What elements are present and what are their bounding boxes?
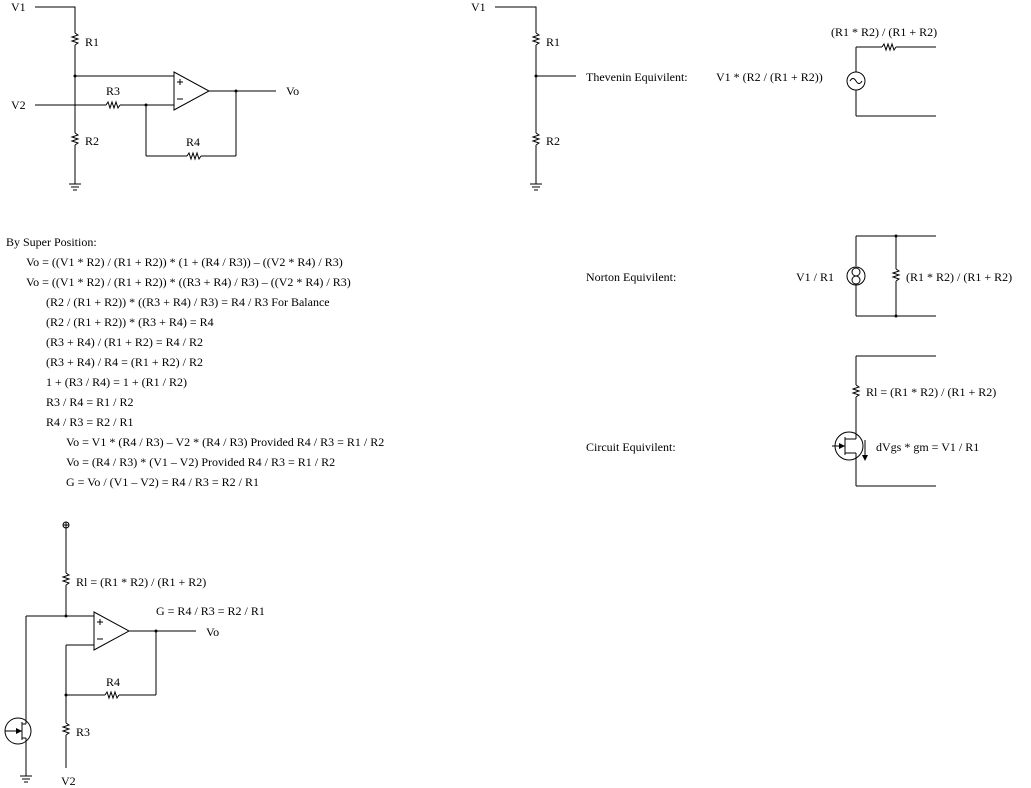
equation-line: Vo = (R4 / R3) * (V1 – V2) Provided R4 /… xyxy=(66,455,336,469)
norton-source-label: V1 / R1 xyxy=(796,270,835,284)
thevenin-source-label: V1 * (R2 / (R1 + R2)) xyxy=(716,70,823,84)
c1-v1-label: V1 xyxy=(11,0,26,14)
circuit1-diff-amp xyxy=(35,6,276,191)
equation-line: Vo = V1 * (R4 / R3) – V2 * (R4 / R3) Pro… xyxy=(66,435,385,449)
thevenin-circuit xyxy=(846,42,936,117)
c3-jfet-icon xyxy=(4,717,32,776)
c3-r4-resistor xyxy=(104,690,120,700)
c3-rl-resistor xyxy=(61,572,71,586)
circuit-equivalent xyxy=(832,355,936,487)
c3-vo-label: Vo xyxy=(206,625,220,639)
r1-resistor xyxy=(70,32,80,46)
jfet-icon xyxy=(832,431,864,486)
c1-r1-label: R1 xyxy=(85,35,100,49)
norton-resistor-label: (R1 * R2) / (R1 + R2) xyxy=(906,270,1013,284)
equation-line: Vo = ((V1 * R2) / (R1 + R2)) * (1 + (R4 … xyxy=(26,255,343,269)
norton-label: Norton Equivilent: xyxy=(586,270,677,284)
circuit-equiv-source-label: dVgs * gm = V1 / R1 xyxy=(876,440,980,454)
equation-line: R4 / R3 = R2 / R1 xyxy=(46,415,134,429)
equation-line: (R3 + R4) / R4 = (R1 + R2) / R2 xyxy=(46,355,203,369)
equation-line: R3 / R4 = R1 / R2 xyxy=(46,395,134,409)
norton-circuit xyxy=(846,234,936,318)
c2-r1-label: R1 xyxy=(546,35,561,49)
circuit-equiv-resistor-label: Rl = (R1 * R2) / (R1 + R2) xyxy=(866,385,997,399)
circuit2-divider xyxy=(495,6,576,191)
c3-gain-label: G = R4 / R3 = R2 / R1 xyxy=(156,604,265,618)
ground2-icon xyxy=(530,183,542,191)
equation-line: (R3 + R4) / (R1 + R2) = R4 / R2 xyxy=(46,335,203,349)
equation-line: 1 + (R3 / R4) = 1 + (R1 / R2) xyxy=(46,375,187,389)
equation-line: (R2 / (R1 + R2)) * (R3 + R4) = R4 xyxy=(46,315,214,329)
c3-r3-label: R3 xyxy=(76,725,91,739)
c3-r3-resistor xyxy=(61,722,71,736)
ground3-icon xyxy=(20,775,32,783)
c3-r4-label: R4 xyxy=(106,675,121,689)
circuit3 xyxy=(4,521,196,783)
circuit-equiv-label: Circuit Equivilent: xyxy=(586,440,676,454)
superposition-heading: By Super Position: xyxy=(6,235,97,249)
c1-vo-label: Vo xyxy=(286,84,300,98)
c3-rl-label: Rl = (R1 * R2) / (R1 + R2) xyxy=(76,575,207,589)
rl-resistor xyxy=(851,384,861,398)
r4-resistor xyxy=(186,151,202,161)
thevenin-resistor-label: (R1 * R2) / (R1 + R2) xyxy=(831,25,938,39)
c1-r2-label: R2 xyxy=(85,134,100,148)
r3-resistor xyxy=(105,100,121,110)
ground1-icon xyxy=(69,183,81,191)
r2-resistor xyxy=(70,132,80,146)
thevenin-resistor xyxy=(881,42,897,52)
c3-v2-label: V2 xyxy=(61,774,76,788)
thevenin-label: Thevenin Equivilent: xyxy=(586,70,688,84)
c1-r3-label: R3 xyxy=(106,84,121,98)
c2-v1-label: V1 xyxy=(471,0,486,14)
equation-line: (R2 / (R1 + R2)) * ((R3 + R4) / R3) = R4… xyxy=(46,295,330,309)
c2-r1-resistor xyxy=(531,32,541,46)
c2-r2-resistor xyxy=(531,132,541,146)
c2-r2-label: R2 xyxy=(546,134,561,148)
equation-line: Vo = ((V1 * R2) / (R1 + R2)) * ((R3 + R4… xyxy=(26,275,351,289)
norton-resistor xyxy=(891,268,901,282)
c1-r4-label: R4 xyxy=(186,135,201,149)
equation-line: G = Vo / (V1 – V2) = R4 / R3 = R2 / R1 xyxy=(66,475,259,489)
opamp1 xyxy=(173,71,211,111)
c1-v2-label: V2 xyxy=(11,98,26,112)
opamp2 xyxy=(93,611,131,651)
